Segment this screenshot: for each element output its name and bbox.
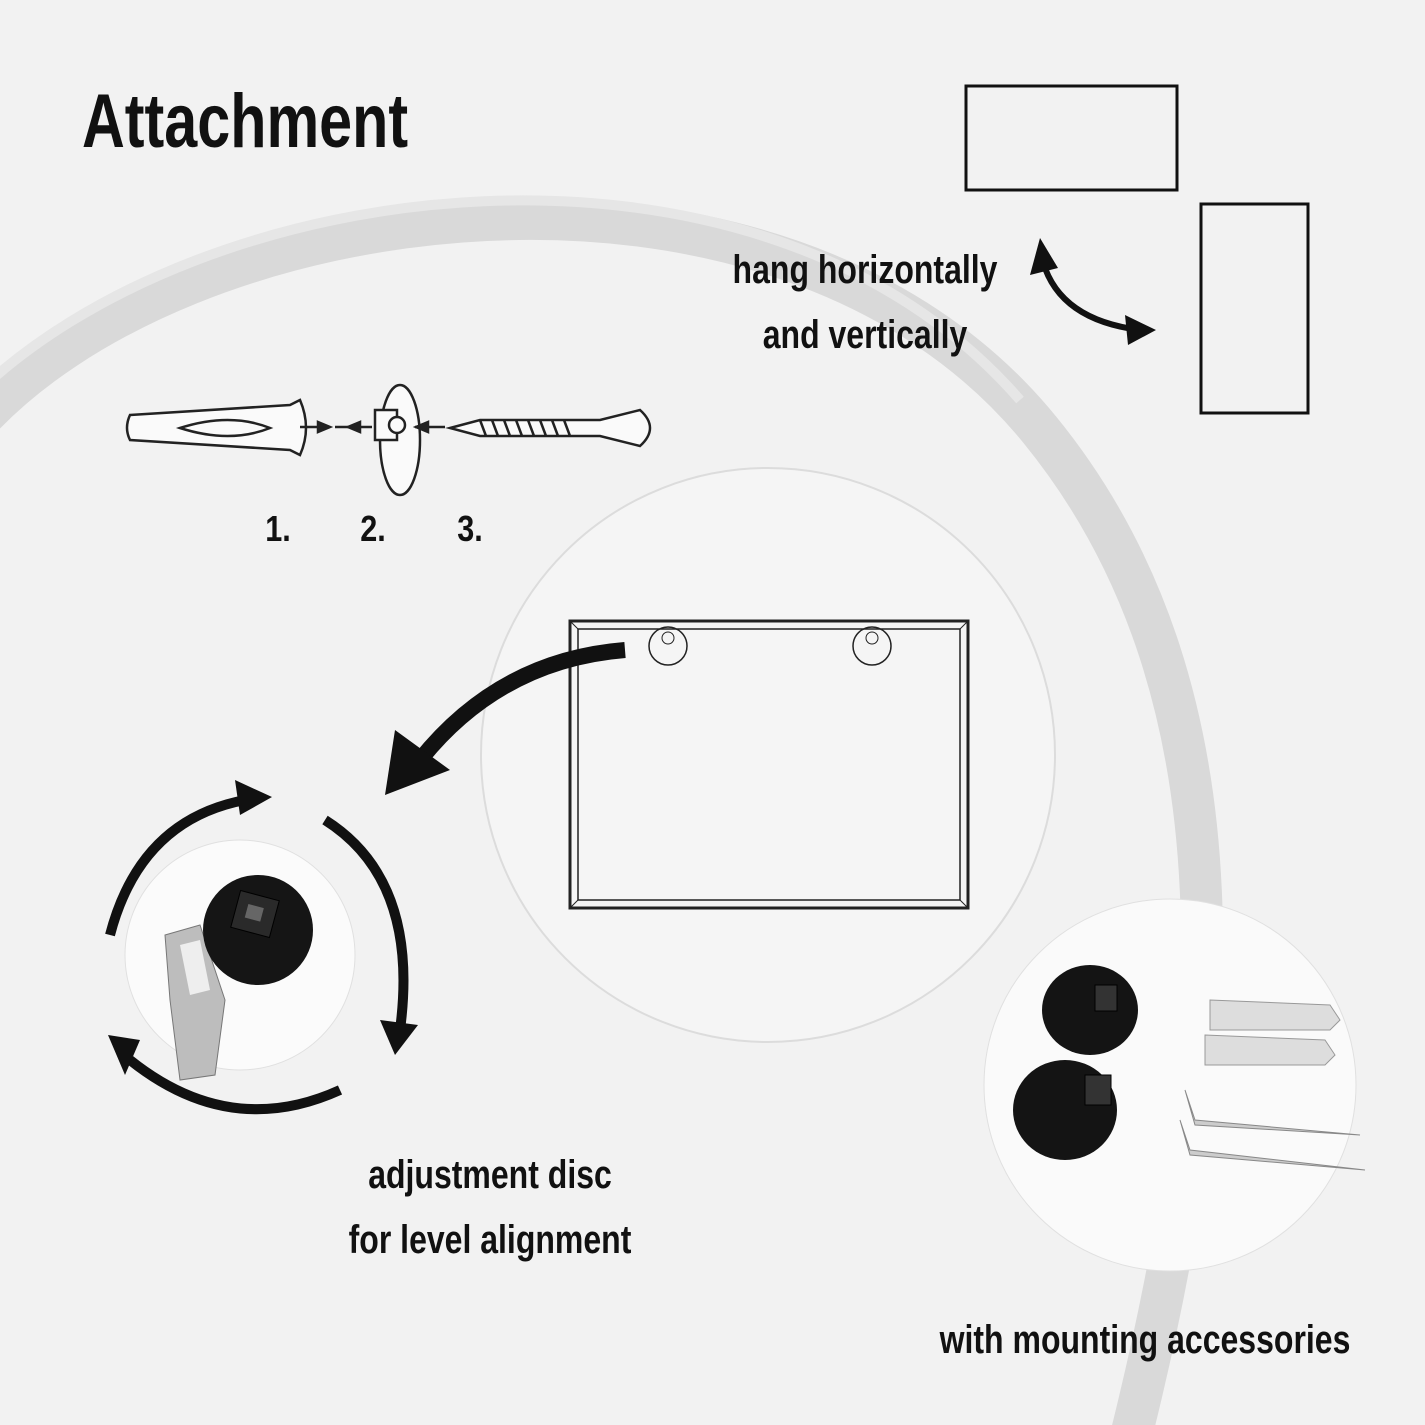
wrench-icon: [164, 924, 226, 1081]
step-label-3: 3.: [457, 508, 483, 549]
step-label-1: 1.: [265, 508, 291, 549]
orientation-caption-line1: hang horizontally: [732, 248, 998, 292]
adjustment-caption-line1: adjustment disc: [368, 1153, 612, 1197]
frame-back-icon: [568, 619, 970, 910]
accessory-discs-icon: [1013, 965, 1138, 1160]
step-label-2: 2.: [360, 508, 386, 549]
accessory-screws-icon: [1179, 1089, 1366, 1171]
frame-back-view-circle: [480, 467, 1056, 1043]
adjustment-caption-line2: for level alignment: [348, 1218, 632, 1262]
page-title: Attachment: [82, 79, 409, 164]
wall-plug-icon: [125, 398, 334, 457]
orientation-caption-line2: and vertically: [762, 313, 968, 357]
vertical-frame-icon: [1199, 202, 1310, 415]
rotation-arrows-icon: [105, 795, 409, 1115]
rotate-double-arrow-icon: [1030, 238, 1156, 345]
accessory-plugs-icon: [1204, 999, 1341, 1066]
screw-icon: [412, 408, 652, 448]
accessories-caption: with mounting accessories: [939, 1318, 1351, 1362]
black-disc-icon: [203, 875, 313, 985]
horizontal-frame-icon: [964, 84, 1179, 192]
pointer-arrow-icon: [385, 642, 626, 795]
adjustment-disc-part-icon: [335, 383, 422, 497]
